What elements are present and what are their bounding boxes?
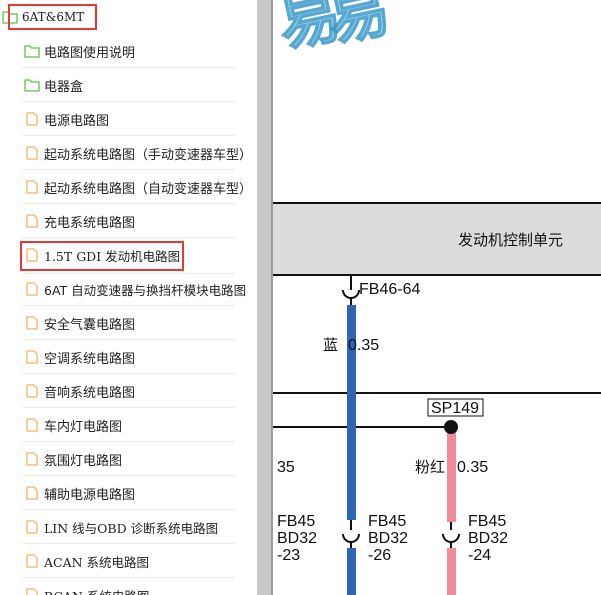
- tree-item-acan[interactable]: ACAN 系统电路图: [24, 550, 149, 572]
- file-icon: [26, 350, 38, 364]
- tree-item-label: 1.5T GDI 发动机电路图: [44, 248, 181, 264]
- conn-left-l1: FB45: [277, 513, 315, 530]
- tree-item-start-manual[interactable]: 起动系统电路图（手动变速器车型）: [24, 142, 252, 164]
- folder-icon: [24, 79, 40, 92]
- tree-item-label: 电器盒: [44, 79, 84, 95]
- diagram-svg: 易 易 发动机控制单元 FB46-64 蓝 0.35 SP149 粉红 0.35…: [273, 0, 601, 595]
- conn-right-l1: FB45: [468, 513, 506, 530]
- tree-item-label: 音响系统电路图: [44, 385, 136, 401]
- conn-mid-l2: BD32: [368, 530, 408, 547]
- tree-item-label: 空调系统电路图: [44, 351, 136, 367]
- wire-pink-color: 粉红: [415, 458, 445, 476]
- panel-splitter[interactable]: [257, 0, 273, 595]
- tree-item-label: ACAN 系统电路图: [44, 554, 150, 570]
- tree-item-label: LIN 线与OBD 诊断系统电路图: [44, 520, 219, 536]
- tree-item-charging[interactable]: 充电系统电路图: [24, 210, 135, 232]
- wire-pink: [447, 427, 456, 522]
- tree-item-label: 起动系统电路图（自动变速器车型）: [44, 181, 253, 197]
- conn-right-l3: -24: [468, 547, 491, 564]
- tree-item-engine-1-5t[interactable]: 1.5T GDI 发动机电路图: [24, 244, 180, 266]
- file-icon: [26, 248, 38, 262]
- tree-item-airbag[interactable]: 安全气囊电路图: [24, 312, 135, 334]
- tree-item-label: 电路图使用说明: [44, 45, 136, 61]
- splice-sp149: SP149: [431, 400, 479, 417]
- circuit-diagram: 易 易 发动机控制单元 FB46-64 蓝 0.35 SP149 粉红 0.35…: [273, 0, 601, 595]
- tree-item-circuit-instructions[interactable]: 电路图使用说明: [24, 40, 135, 62]
- highlight-box-engine: [20, 241, 184, 271]
- conn-left-l2: BD32: [277, 530, 317, 547]
- splice-node: [444, 420, 458, 434]
- conn-left-l3: -23: [277, 547, 300, 564]
- conn-mid-l3: -26: [368, 547, 391, 564]
- file-icon: [26, 112, 38, 126]
- connector-symbol: [342, 289, 360, 299]
- conn-right-l2: BD32: [468, 530, 508, 547]
- tree-item-label: BCAN 系统电路图: [44, 586, 149, 595]
- file-icon: [26, 554, 38, 568]
- tree-item-label: 辅助电源电路图: [44, 487, 136, 503]
- tree-item-label: 起动系统电路图（手动变速器车型）: [44, 147, 253, 163]
- splice-label-box: [427, 398, 484, 417]
- file-icon: [26, 214, 38, 228]
- wire-blue-lower: [347, 548, 356, 595]
- tree-item-lin-obd[interactable]: LIN 线与OBD 诊断系统电路图: [24, 516, 218, 538]
- sidebar-tree: 6AT&6MT 电路图使用说明 电器盒 电源电路图 起动系统电路图（手动变速器车…: [0, 0, 257, 595]
- conn-mid-l1: FB45: [368, 513, 406, 530]
- connector-fb46-64: FB46-64: [359, 281, 420, 298]
- tree-item-label: 安全气囊电路图: [44, 317, 136, 333]
- file-icon: [26, 180, 38, 194]
- connector-symbol: [442, 533, 460, 543]
- file-icon: [26, 418, 38, 432]
- wire-blue-gauge: 0.35: [348, 337, 379, 354]
- wire-blue-color: 蓝: [323, 336, 338, 354]
- tree-item-label: 6AT 自动变速器与换挡杆模块电路图: [44, 282, 247, 298]
- tree-item-aux-power[interactable]: 辅助电源电路图: [24, 482, 135, 504]
- file-icon: [26, 486, 38, 500]
- tree-item-start-auto[interactable]: 起动系统电路图（自动变速器车型）: [24, 176, 252, 198]
- tree-item-label: 车内灯电路图: [44, 419, 123, 435]
- tree-item-interior-light[interactable]: 车内灯电路图: [24, 414, 122, 436]
- file-icon: [26, 384, 38, 398]
- tree-item-audio[interactable]: 音响系统电路图: [24, 380, 135, 402]
- tree-item-bcan[interactable]: BCAN 系统电路图: [24, 584, 149, 595]
- connector-symbol: [342, 533, 360, 543]
- file-icon: [26, 282, 38, 296]
- file-icon: [26, 588, 38, 595]
- tree-root-label: 6AT&6MT: [22, 10, 85, 24]
- file-icon: [26, 316, 38, 330]
- tree-item-fuse-box[interactable]: 电器盒: [24, 74, 83, 96]
- file-icon: [26, 520, 38, 534]
- tree-item-label: 充电系统电路图: [44, 215, 136, 231]
- tree-item-ac[interactable]: 空调系统电路图: [24, 346, 135, 368]
- wire-pink-lower: [447, 548, 456, 595]
- splitter-edge: [271, 0, 273, 595]
- tree-item-ambient-light[interactable]: 氛围灯电路图: [24, 448, 122, 470]
- tree-item-6at-transmission[interactable]: 6AT 自动变速器与换挡杆模块电路图: [24, 278, 246, 300]
- tree-item-power[interactable]: 电源电路图: [24, 108, 109, 130]
- tree-item-label: 氛围灯电路图: [44, 453, 123, 469]
- ecu-box: [273, 203, 601, 275]
- file-icon: [26, 452, 38, 466]
- file-icon: [26, 146, 38, 160]
- folder-icon: [24, 45, 40, 58]
- ecu-label: 发动机控制单元: [458, 231, 563, 249]
- wire-blue: [347, 305, 356, 520]
- highlight-box-root: [8, 4, 97, 30]
- partial-label-35: 35: [277, 459, 295, 476]
- tree-item-label: 电源电路图: [44, 113, 110, 129]
- wire-pink-gauge: 0.35: [457, 459, 488, 476]
